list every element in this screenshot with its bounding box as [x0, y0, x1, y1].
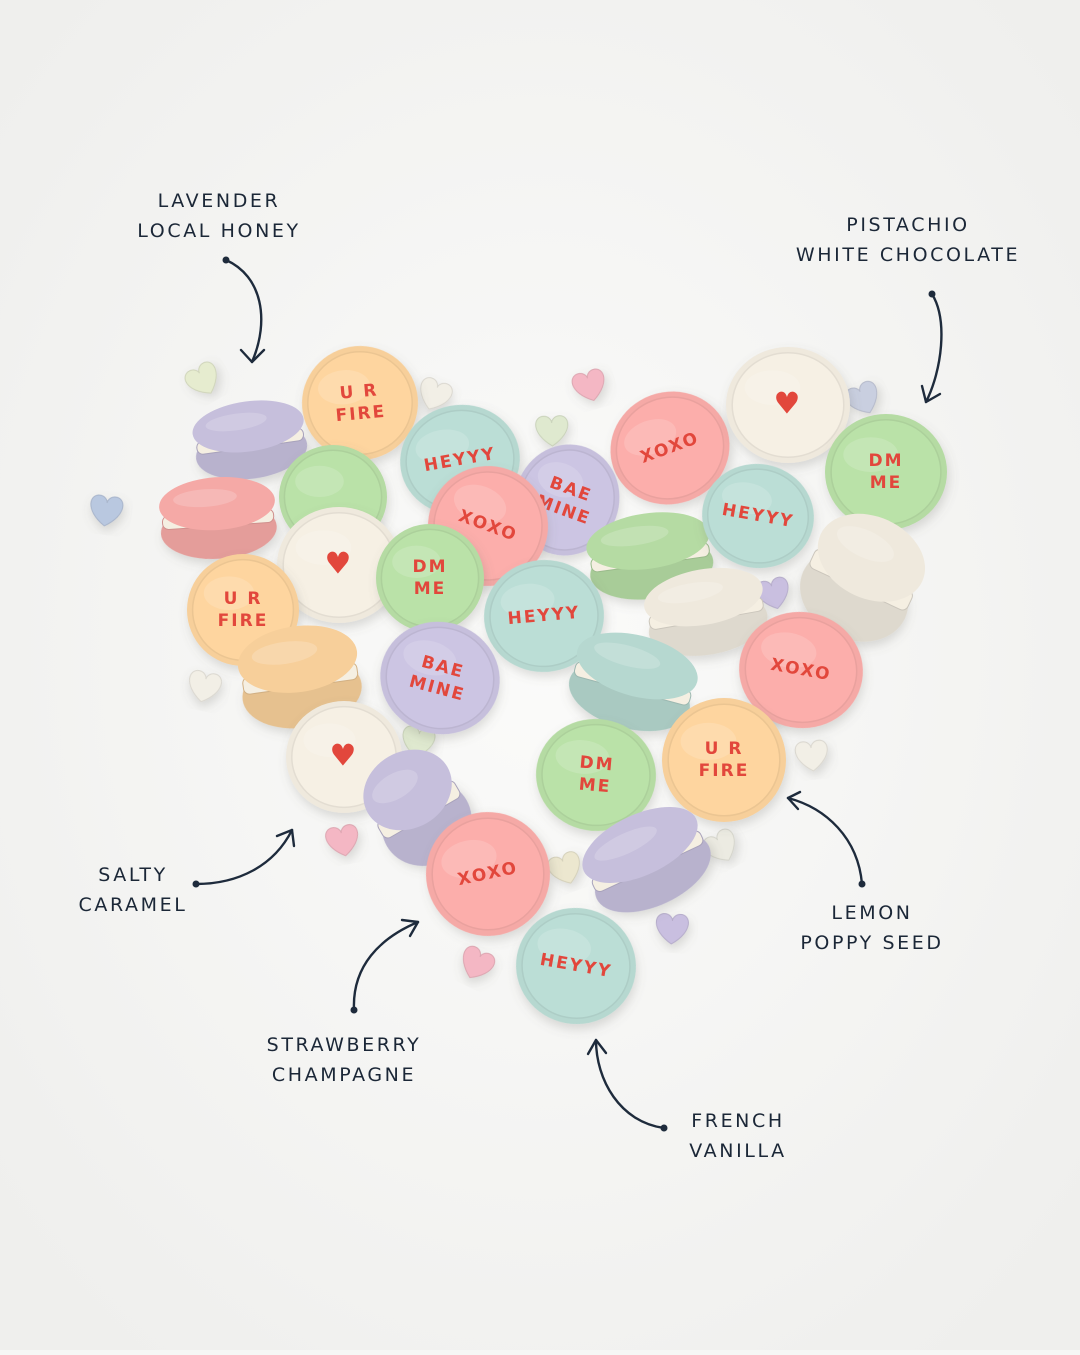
- candy-heart: [535, 415, 569, 447]
- label-line: FRENCH: [691, 1110, 785, 1132]
- flavor-label-pistachio: PISTACHIO WHITE CHOCOLATE: [780, 210, 1036, 270]
- macaron: [799, 513, 926, 642]
- macaron-message: DM: [412, 557, 447, 577]
- candy-heart: [462, 945, 496, 979]
- macaron: [159, 476, 277, 559]
- macaron-message: U R: [224, 589, 263, 609]
- candy-heart: [184, 361, 217, 394]
- macaron-message: ♥: [325, 547, 354, 582]
- label-line: PISTACHIO: [846, 214, 970, 236]
- macaron: [568, 632, 698, 732]
- macaron: [586, 512, 714, 600]
- flavor-label-lemon: LEMON POPPY SEED: [786, 898, 958, 958]
- label-line: POPPY SEED: [800, 932, 944, 954]
- macaron: [192, 400, 308, 480]
- candy-heart: [571, 368, 605, 402]
- macaron-message: U R: [339, 380, 379, 403]
- macaron-message: DM: [579, 753, 616, 776]
- macaron: XOXO: [610, 391, 730, 505]
- label-line: SALTY: [98, 864, 168, 886]
- macaron-message: FIRE: [699, 761, 750, 781]
- macaron: HEYYY: [516, 907, 636, 1025]
- flavor-label-lavender: LAVENDER LOCAL HONEY: [121, 186, 317, 246]
- label-line: LAVENDER: [157, 190, 281, 212]
- macaron-message: ME: [870, 473, 903, 493]
- label-line: CHAMPAGNE: [271, 1064, 417, 1086]
- macaron: XOXO: [739, 611, 863, 729]
- macaron-message: DM: [868, 451, 903, 471]
- macaron-message: ME: [578, 775, 612, 798]
- arrow-vanilla: [586, 1038, 668, 1132]
- label-line: VANILLA: [689, 1140, 787, 1162]
- arrow-strawberry: [350, 918, 420, 1014]
- macaron: ♥: [726, 347, 850, 463]
- flavor-label-salty: SALTY CARAMEL: [66, 860, 200, 920]
- candy-heart: [794, 739, 828, 772]
- macaron: HEYYY: [484, 559, 604, 673]
- arrow-lavender: [222, 256, 266, 364]
- arrow-pistachio: [920, 290, 943, 404]
- candy-heart: [189, 670, 222, 703]
- candy-heart: [655, 913, 689, 945]
- candy-heart: [420, 377, 453, 410]
- macaron-message: ♥: [330, 739, 359, 774]
- macaron-message: FIRE: [218, 611, 269, 631]
- annotation-arrows: [192, 256, 943, 1132]
- macaron: XOXO: [426, 812, 550, 936]
- arrow-salty: [192, 828, 296, 888]
- candy-heart: [90, 494, 124, 527]
- macaron-message: U R: [705, 739, 744, 759]
- label-line: WHITE CHOCOLATE: [795, 244, 1021, 266]
- macaron: ♥: [277, 507, 401, 623]
- label-line: LOCAL HONEY: [137, 220, 301, 242]
- flavor-label-strawberry: STRAWBERRY CHAMPAGNE: [246, 1030, 442, 1090]
- macaron-message: FIRE: [335, 402, 387, 426]
- arrow-lemon: [786, 790, 866, 888]
- macaron-message: ME: [414, 579, 447, 599]
- macaron-message: ♥: [774, 387, 803, 422]
- macaron: [237, 625, 362, 729]
- label-line: LEMON: [831, 902, 913, 924]
- macaron: [582, 806, 711, 913]
- flavor-label-vanilla: FRENCH VANILLA: [672, 1106, 804, 1166]
- label-line: CARAMEL: [78, 894, 188, 916]
- macaron: HEYYY: [702, 463, 814, 569]
- candy-heart: [325, 824, 359, 857]
- label-line: STRAWBERRY: [266, 1034, 422, 1056]
- macaron: [644, 567, 768, 656]
